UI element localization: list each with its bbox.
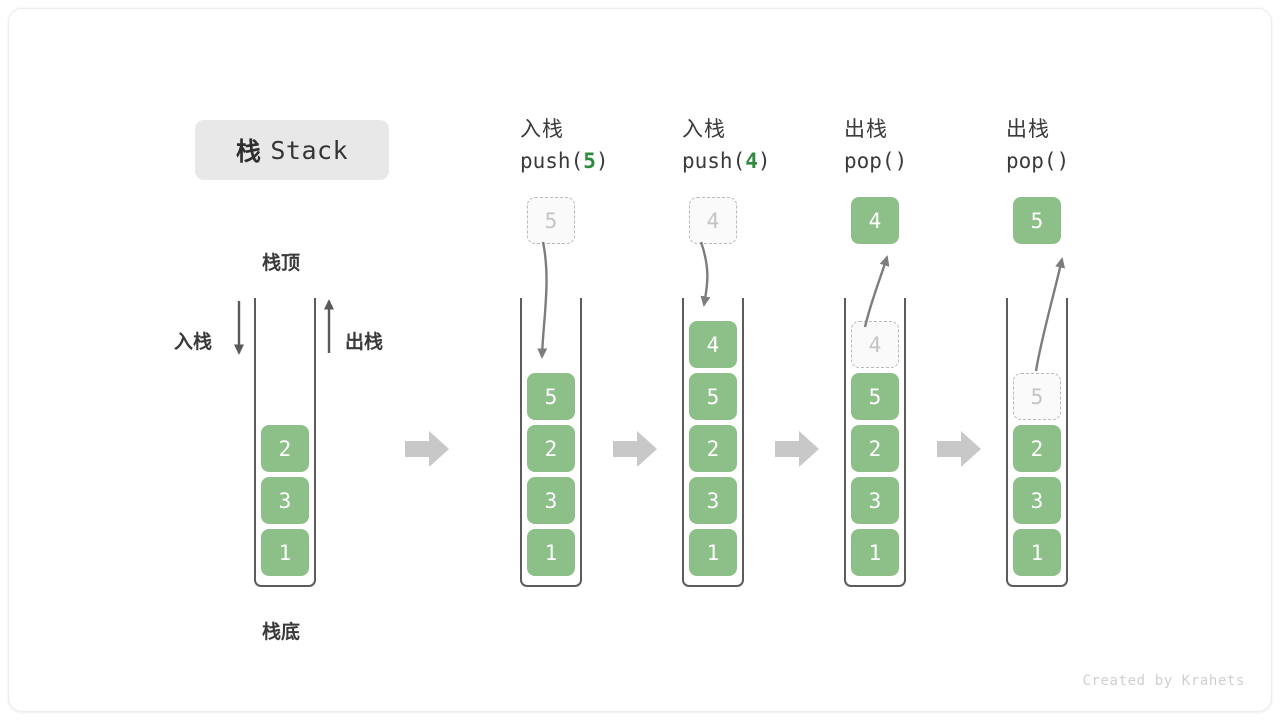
incoming-ghost-cell: 5: [527, 197, 575, 244]
stack-container-pop-4: [844, 298, 906, 587]
push-motion-arrow-4: [699, 241, 711, 307]
removed-ghost-cell: 5: [1013, 373, 1061, 420]
stack-cell: 5: [689, 373, 737, 420]
title-chinese: 栈: [235, 138, 262, 166]
stack-cell: 2: [527, 425, 575, 472]
stack-cell: 1: [261, 529, 309, 576]
stack-cell: 1: [527, 529, 575, 576]
column-header-push-5: 入栈 push(5): [520, 115, 710, 177]
flow-arrow-4: [937, 431, 981, 467]
stack-cell: 3: [261, 477, 309, 524]
pop-direction-label: 出栈: [345, 332, 384, 353]
column-header-operation-cn: 出栈: [844, 118, 888, 141]
footer-credit: Created by Krahets: [1082, 673, 1245, 689]
stack-cell: 2: [1013, 425, 1061, 472]
column-header-operation-code: push(4): [682, 149, 771, 173]
removed-ghost-cell: 4: [851, 321, 899, 368]
column-header-operation-code: pop(): [1006, 149, 1070, 173]
flow-arrow-3: [775, 431, 819, 467]
stack-cell: 5: [527, 373, 575, 420]
stack-cell: 1: [689, 529, 737, 576]
stack-cell: 1: [1013, 529, 1061, 576]
stack-cell: 4: [689, 321, 737, 368]
diagram-title-badge: 栈 Stack: [195, 120, 389, 180]
stack-cell: 5: [851, 373, 899, 420]
title-english: Stack: [270, 135, 349, 165]
stack-cell: 3: [1013, 477, 1061, 524]
stack-container-push-5: [520, 298, 582, 587]
column-header-operation-cn: 出栈: [1006, 118, 1050, 141]
column-header-operation-cn: 入栈: [520, 118, 564, 141]
stack-cell: 3: [527, 477, 575, 524]
column-header-operation-cn: 入栈: [682, 118, 726, 141]
stack-top-label: 栈顶: [262, 253, 301, 274]
column-header-push-4: 入栈 push(4): [682, 115, 872, 177]
stack-cell: 2: [851, 425, 899, 472]
popped-cell: 4: [851, 197, 899, 244]
stack-container-push-4: [682, 298, 744, 587]
diagram-card: 栈 Stack 栈顶 栈底 入栈 出栈 入栈 push(5) 入栈 push(4…: [8, 8, 1272, 712]
stack-cell: 2: [261, 425, 309, 472]
stack-cell: 2: [689, 425, 737, 472]
stack-cell: 3: [689, 477, 737, 524]
incoming-ghost-cell: 4: [689, 197, 737, 244]
column-header-operation-code: push(5): [520, 149, 609, 173]
stack-cell: 1: [851, 529, 899, 576]
stack-container-pop-5: [1006, 298, 1068, 587]
column-header-pop-5: 出栈 pop(): [1006, 115, 1196, 177]
column-header-operation-code: pop(): [844, 149, 908, 173]
flow-arrow-2: [613, 431, 657, 467]
popped-cell: 5: [1013, 197, 1061, 244]
flow-arrow-1: [405, 431, 449, 467]
push-direction-label: 入栈: [174, 332, 213, 353]
stack-cell: 3: [851, 477, 899, 524]
stack-container-initial: [254, 298, 316, 587]
column-header-pop-4: 出栈 pop(): [844, 115, 1034, 177]
stack-bottom-label: 栈底: [262, 622, 301, 643]
